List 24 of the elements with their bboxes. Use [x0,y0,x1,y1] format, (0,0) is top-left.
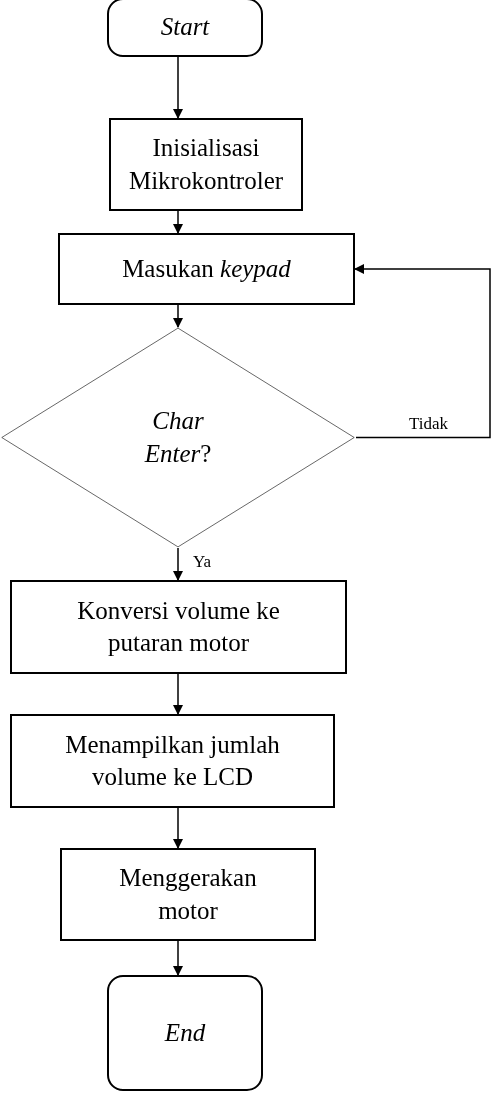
arrow [173,940,183,976]
decision-diamond [0,327,356,548]
arrow [173,56,183,119]
node-text: Char Enter? [143,406,213,469]
process-box [109,118,303,211]
process-box [10,580,347,674]
node-text: Konversi volume ke putaran motor [76,595,281,658]
arrow [173,547,183,581]
process-box [10,714,335,808]
arrow [173,304,183,328]
process-box [58,233,355,305]
arrow [173,807,183,849]
terminal-box [107,0,263,57]
node-text: Menggerakan motor [118,863,258,926]
arrow [354,264,491,439]
arrow [173,210,183,234]
terminal-box [107,975,263,1091]
node-text: Start [160,12,210,43]
node-text: Menampilkan jumlah volume ke LCD [64,729,281,792]
node-text: Masukan keypad [122,253,291,284]
node-text: Inisialisasi Mikrokontroler [127,133,285,196]
arrow [173,673,183,715]
node-text: End [164,1017,206,1048]
process-box [60,848,316,941]
